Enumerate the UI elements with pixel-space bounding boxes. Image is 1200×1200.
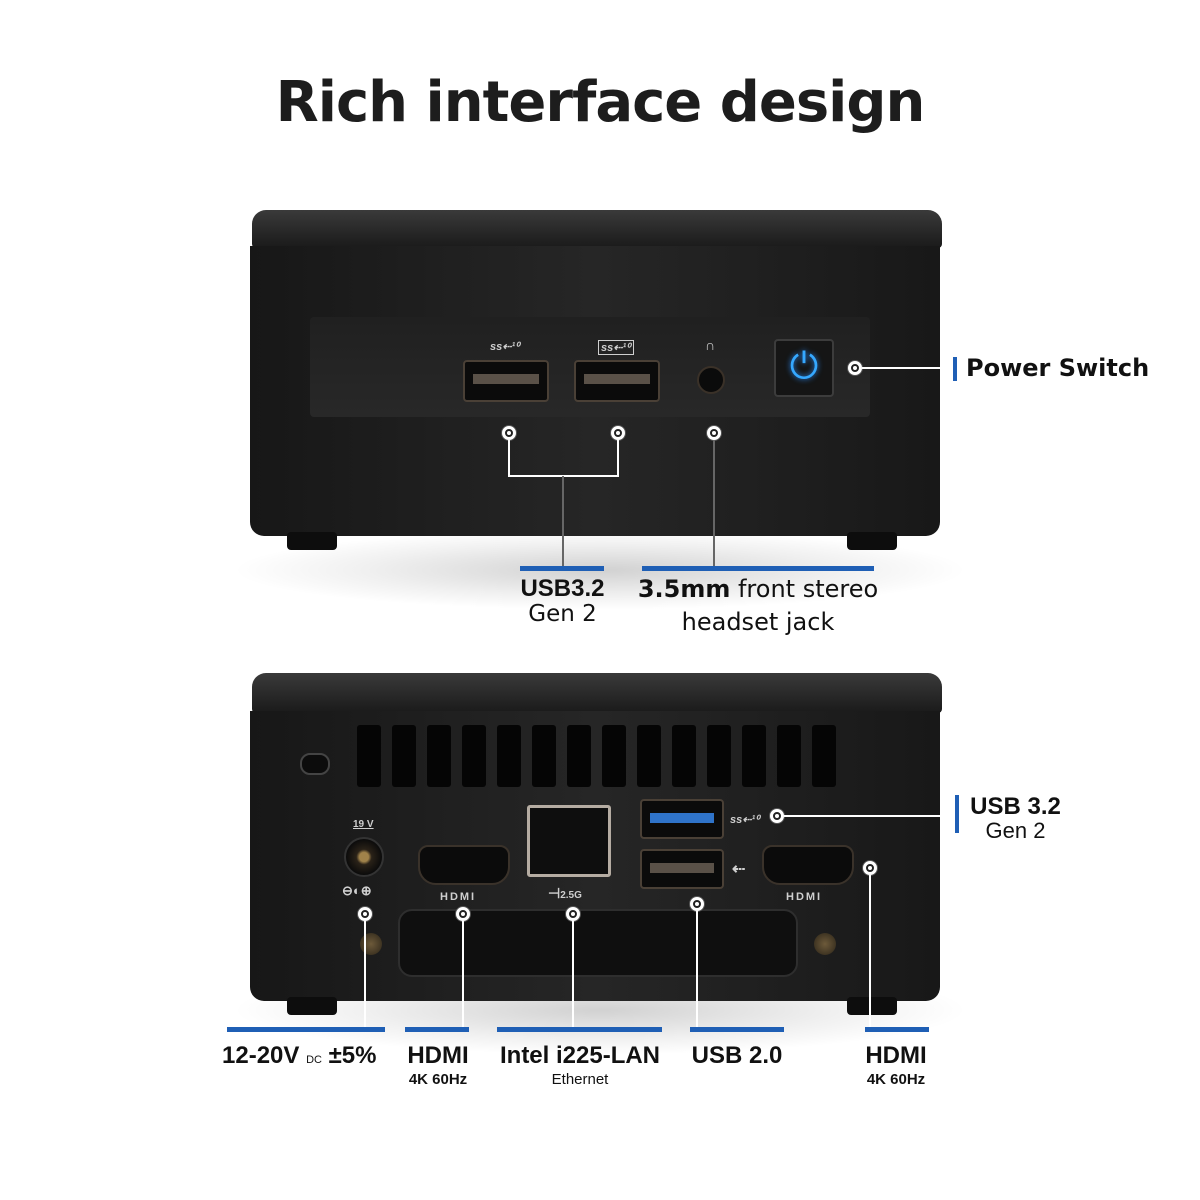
rear-usb32-port bbox=[640, 799, 724, 839]
dc-polarity-icon: ⊖◐⊕ bbox=[342, 883, 372, 898]
label-hdmi1-bold: HDMI bbox=[407, 1042, 469, 1069]
front-view: ss⇠¹⁰ ss⇠¹⁰ ∩ ⏻ Power Switch USB3.2 Gen … bbox=[0, 200, 1200, 650]
ethernet-port bbox=[527, 805, 611, 877]
front-lid bbox=[252, 210, 942, 248]
screw-icon-right bbox=[814, 933, 836, 955]
dc-voltage-icon: 19 V bbox=[353, 819, 374, 830]
label-hdmi2-sub: 4K 60Hz bbox=[866, 1071, 926, 1088]
power-button[interactable]: ⏻ bbox=[774, 339, 834, 397]
hdmi-port-2 bbox=[762, 845, 854, 885]
label-dc-text: DC bbox=[306, 1054, 322, 1066]
front-usb-port-2 bbox=[574, 360, 660, 402]
callout-dot-usb20 bbox=[690, 897, 704, 911]
callout-dot-audio bbox=[707, 426, 721, 440]
headphone-icon: ∩ bbox=[705, 337, 716, 353]
label-hdmi1-sub: 4K 60Hz bbox=[408, 1071, 468, 1088]
label-usb32-rear-bold: USB 3.2 bbox=[970, 793, 1061, 820]
callout-dot-usb32 bbox=[770, 809, 784, 823]
label-lan-bold: Intel i225-LAN bbox=[499, 1042, 661, 1069]
label-hdmi2-bold: HDMI bbox=[865, 1042, 927, 1069]
label-audio-line2: headset jack bbox=[681, 608, 835, 636]
rear-view: 19 V ⊖◐⊕ HDMI ⊣2.5G ss⇠¹⁰ ⇠ HDMI USB 3.2… bbox=[0, 665, 1200, 1200]
label-power-switch: Power Switch bbox=[966, 354, 1150, 382]
network-icon: ⊣2.5G bbox=[548, 885, 582, 901]
audio-jack bbox=[697, 366, 725, 394]
callout-dot-power bbox=[848, 361, 862, 375]
usb-ss10-icon: ss⇠¹⁰ bbox=[490, 341, 520, 353]
label-audio-rest: front stereo bbox=[730, 575, 879, 603]
hdmi-logo-icon: HDMI bbox=[440, 891, 477, 903]
callout-dot-hdmi2 bbox=[863, 861, 877, 875]
front-usb-port-1 bbox=[463, 360, 549, 402]
label-lan-sub: Ethernet bbox=[551, 1071, 609, 1088]
power-icon: ⏻ bbox=[789, 346, 819, 387]
label-usb32-sub: Gen 2 bbox=[528, 601, 597, 627]
kensington-lock bbox=[300, 753, 330, 775]
rear-usb20-port bbox=[640, 849, 724, 889]
lan-speed-label: 2.5G bbox=[560, 890, 582, 901]
dc-power-jack bbox=[344, 837, 384, 877]
usb-ss10-icon-rear: ss⇠¹⁰ bbox=[730, 814, 760, 826]
rear-lid bbox=[252, 673, 942, 713]
label-dc-voltage: 12-20V bbox=[222, 1042, 300, 1069]
label-audio-bold: 3.5mm bbox=[637, 575, 731, 603]
hdmi-logo-icon-2: HDMI bbox=[786, 891, 823, 903]
usb-icon-rear: ⇠ bbox=[732, 861, 746, 878]
label-audio-line1: 3.5mm front stereo bbox=[630, 575, 886, 603]
label-usb20-bold: USB 2.0 bbox=[691, 1042, 783, 1069]
callout-dot-dc bbox=[358, 907, 372, 921]
hdmi-port-1 bbox=[418, 845, 510, 885]
usb-ss10-charge-icon: ss⇠¹⁰ bbox=[598, 340, 634, 355]
callout-dot-usb1 bbox=[502, 426, 516, 440]
callout-dot-hdmi1 bbox=[456, 907, 470, 921]
label-dc-input: 12-20V DC ±5% bbox=[222, 1042, 392, 1070]
label-usb32-bold: USB3.2 bbox=[520, 575, 605, 602]
label-usb32-rear-sub: Gen 2 bbox=[985, 818, 1046, 843]
page-title: Rich interface design bbox=[275, 70, 926, 135]
callout-dot-usb2 bbox=[611, 426, 625, 440]
callout-dot-lan bbox=[566, 907, 580, 921]
label-dc-tolerance: ±5% bbox=[328, 1042, 377, 1069]
